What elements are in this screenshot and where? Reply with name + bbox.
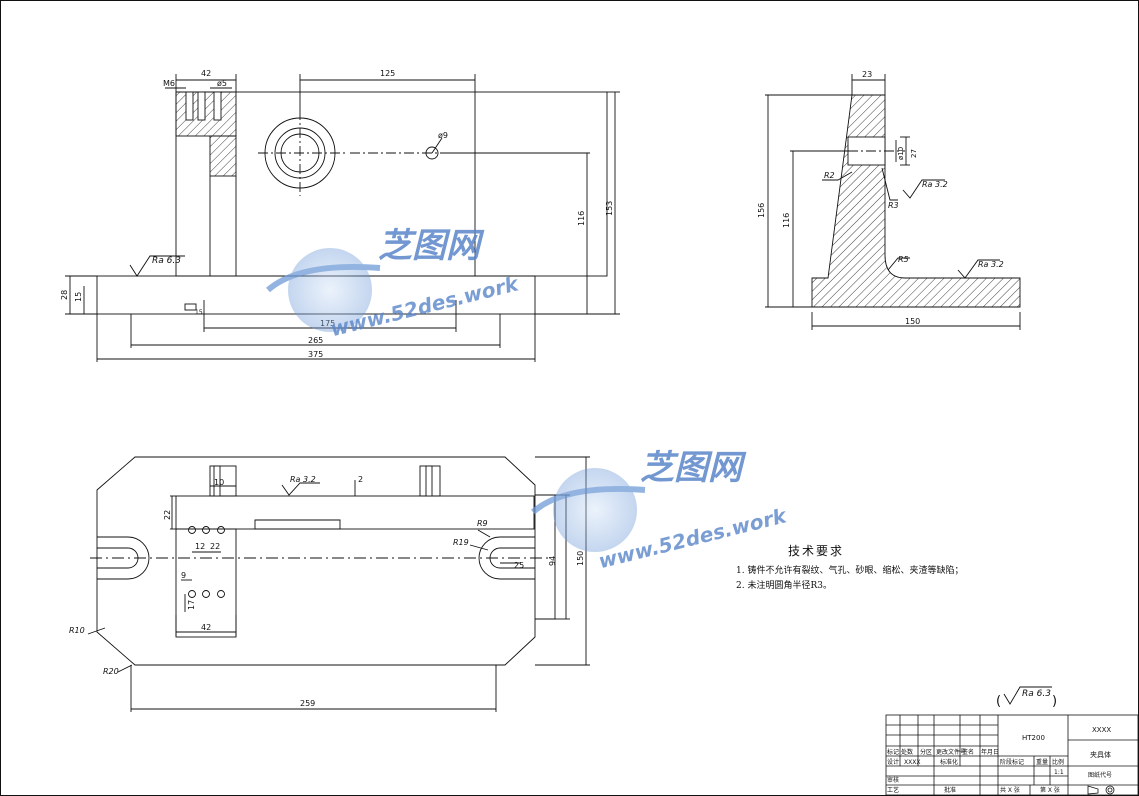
dim-r19: R19: [453, 538, 469, 547]
dim-42-top: 42: [201, 623, 211, 632]
svg-text:审核: 审核: [887, 776, 899, 784]
dim-125: 125: [380, 69, 395, 78]
dim-r20: R20: [103, 667, 119, 676]
svg-text:第 X 张: 第 X 张: [1040, 786, 1060, 794]
top-view-text: 10 Ra 3.2 2 22 12 22 R9 R19 25 94 150 9 …: [69, 475, 585, 708]
front-view-text: 42 M6 ø5 125 ø9 116 153 28 15 15 175 265…: [60, 69, 614, 359]
title-code: XXXX: [1092, 726, 1111, 734]
svg-text:): ): [1052, 694, 1057, 709]
side-section: [811, 94, 1021, 308]
svg-text:批准: 批准: [944, 786, 956, 794]
dim-2-top: 2: [358, 475, 363, 484]
dim-94: 94: [548, 556, 557, 566]
general-roughness: ( Ra 6.3 ): [996, 686, 1057, 709]
watermark-globe-1: [266, 248, 381, 332]
top-outline: [96, 456, 536, 666]
svg-text:比例: 比例: [1052, 758, 1064, 766]
title-block-text: HT200 XXXX 夹具体 标记 处数 分区 更改文件号 签名 年月日 设计 …: [887, 726, 1112, 794]
dim-265: 265: [308, 336, 323, 345]
dim-375: 375: [308, 350, 323, 359]
top-view: [87, 456, 590, 712]
svg-text:签名: 签名: [962, 748, 974, 756]
dim-156: 156: [757, 203, 766, 218]
svg-text:(: (: [996, 694, 1001, 709]
svg-text:标记: 标记: [887, 748, 899, 756]
dim-116-side: 116: [782, 213, 791, 228]
dim-d5: ø5: [217, 79, 227, 88]
dim-25: 25: [514, 561, 524, 570]
watermark-globe-2: [531, 468, 646, 552]
svg-text:XXXX: XXXX: [904, 759, 920, 766]
dim-116: 116: [577, 211, 586, 226]
svg-text:重量: 重量: [1036, 758, 1048, 766]
dim-150-side: 150: [905, 317, 920, 326]
dim-23: 23: [862, 70, 872, 79]
svg-text:1:1: 1:1: [1054, 769, 1064, 776]
dim-r2: R2: [824, 171, 835, 180]
title-material: HT200: [1022, 734, 1045, 742]
dim-17: 17: [187, 600, 196, 610]
dim-22-height: 22: [163, 510, 172, 520]
svg-text:更改文件号: 更改文件号: [936, 748, 966, 756]
dim-10-top: 10: [214, 478, 224, 487]
svg-text:图纸代号: 图纸代号: [1088, 771, 1112, 779]
dim-28: 28: [60, 290, 69, 300]
dim-259: 259: [300, 699, 315, 708]
svg-text:工艺: 工艺: [887, 786, 899, 794]
dim-r5: R5: [898, 255, 909, 264]
dim-d9: ø9: [438, 131, 448, 140]
dim-m6: M6: [163, 79, 175, 88]
svg-text:分区: 分区: [920, 748, 932, 756]
svg-text:年月日: 年月日: [981, 748, 999, 756]
roughness-side-2: Ra 3.2: [978, 260, 1004, 269]
svg-text:标准化: 标准化: [940, 758, 958, 766]
projection-symbol: [1087, 785, 1115, 795]
svg-text:共 X 张: 共 X 张: [1000, 786, 1020, 794]
title-name: 夹具体: [1090, 750, 1111, 759]
dim-15-height: 15: [74, 292, 83, 302]
svg-text:设计: 设计: [887, 758, 899, 766]
notes-item-2: 2. 未注明圆角半径R3。: [736, 581, 832, 591]
dim-42-front: 42: [201, 69, 211, 78]
front-section: [175, 91, 237, 137]
title-block: [885, 714, 1139, 796]
dim-r3: R3: [888, 201, 899, 210]
front-view: [65, 74, 620, 362]
dim-9: 9: [181, 571, 186, 580]
svg-text:阶段标记: 阶段标记: [1000, 758, 1024, 766]
dim-22-width: 22: [210, 542, 220, 551]
roughness-top: Ra 3.2: [290, 475, 316, 484]
front-upright: [175, 91, 608, 277]
dim-r10: R10: [69, 626, 85, 635]
dim-12: 12: [195, 542, 205, 551]
dim-153: 153: [605, 201, 614, 216]
notes-item-1: 1. 铸件不允许有裂纹、气孔、砂眼、缩松、夹渣等缺陷；: [736, 566, 964, 576]
roughness-side-1: Ra 3.2: [922, 180, 948, 189]
svg-text:处数: 处数: [901, 748, 913, 756]
dim-d10: ø10: [897, 147, 905, 160]
dim-15-slot: 15: [195, 309, 203, 316]
roughness-front: Ra 6.3: [152, 256, 181, 266]
notes-title: 技术要求: [788, 544, 845, 558]
dim-150-top: 150: [576, 551, 585, 566]
side-view-text: 23 156 116 R2 R3 R5 ø10 27 150 Ra 3.2 Ra…: [757, 70, 1004, 326]
dim-27: 27: [910, 149, 918, 158]
side-view: [765, 74, 1021, 330]
dim-r9: R9: [477, 519, 488, 528]
technical-requirements: 技术要求 1. 铸件不允许有裂纹、气孔、砂眼、缩松、夹渣等缺陷； 2. 未注明圆…: [736, 542, 1036, 594]
general-roughness-label: Ra 6.3: [1022, 689, 1051, 699]
